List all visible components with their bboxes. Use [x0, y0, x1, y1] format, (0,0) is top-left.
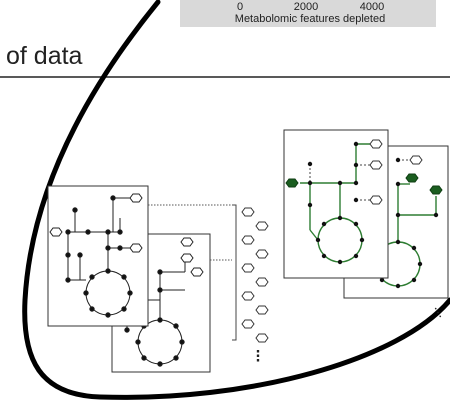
right-ellipsis: ⋮ [428, 302, 447, 321]
left-bracket [232, 204, 237, 341]
left-ellipsis: ⋮ [252, 348, 265, 363]
axis-label: Metabolomic features depleted [235, 13, 385, 25]
right-pathway-group: ⋮ [283, 129, 449, 322]
axis-strip: 0 2000 4000 Metabolomic features deplete… [180, 0, 436, 27]
axis-tick-0: 0 [237, 1, 243, 13]
right-front-card [283, 129, 389, 279]
left-pathway-group: ⋮ [47, 185, 269, 373]
heading-fragment: of data [6, 42, 83, 70]
bowl-outline [22, 0, 450, 400]
axis-strip-background [180, 0, 436, 27]
left-front-card [47, 185, 149, 327]
axis-tick-4000: 4000 [360, 1, 384, 13]
axis-tick-2000: 2000 [294, 1, 318, 13]
left-metabolite-column [241, 207, 269, 343]
